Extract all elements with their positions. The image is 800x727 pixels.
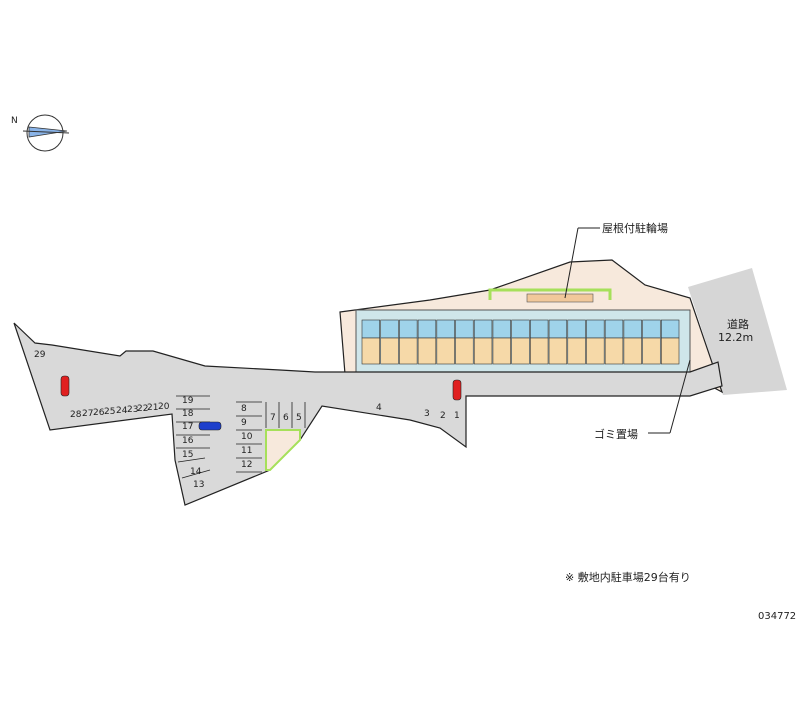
- parking-space-20: 20: [158, 402, 170, 412]
- road-name-label: 道路: [727, 318, 749, 331]
- parking-space-27: 27: [82, 409, 93, 419]
- parking-space-18: 18: [182, 409, 194, 419]
- parking-space-12: 12: [241, 460, 252, 470]
- parking-space-6: 6: [283, 413, 289, 423]
- road-width-label: 12.2m: [718, 331, 754, 344]
- apartment-unit: [642, 337, 661, 365]
- apartment-unit: [530, 337, 549, 365]
- leader-line: [669, 359, 691, 434]
- space-divider: [177, 457, 206, 463]
- parking-space-14: 14: [190, 467, 202, 477]
- apartment-unit: [436, 337, 455, 365]
- unit-balcony: [642, 319, 661, 339]
- apartment-unit: [660, 337, 680, 365]
- parking-note: ※ 敷地内駐車場29台有り: [565, 571, 691, 584]
- unit-balcony: [455, 319, 474, 339]
- bicycle-shelter: [526, 293, 594, 303]
- parking-lot: [13, 322, 723, 506]
- unit-balcony: [399, 319, 418, 339]
- car-icon: [198, 421, 222, 431]
- unit-balcony: [436, 319, 455, 339]
- unit-balcony: [511, 319, 530, 339]
- parking-space-26: 26: [93, 408, 105, 418]
- apartment-unit: [473, 337, 493, 365]
- parking-space-4: 4: [376, 403, 382, 413]
- cars: [60, 375, 462, 431]
- property-code: 034772: [758, 611, 797, 622]
- unit-balcony: [361, 319, 381, 339]
- unit-balcony: [623, 319, 642, 339]
- bicycle-parking-label: 屋根付駐輪場: [602, 222, 668, 235]
- parking-space-23: 23: [127, 405, 138, 415]
- parking-space-3: 3: [424, 409, 430, 419]
- svg-text:N: N: [11, 116, 18, 126]
- unit-balcony: [548, 319, 568, 339]
- unit-balcony: [586, 319, 605, 339]
- parking-space-9: 9: [241, 418, 247, 428]
- space-divider: [181, 469, 211, 479]
- car-icon: [452, 379, 462, 401]
- unit-balcony: [417, 319, 437, 339]
- unit-balcony: [604, 319, 624, 339]
- parking-spaces: 1234567891011121314151617181920212223242…: [34, 350, 460, 490]
- parking-space-29: 29: [34, 350, 46, 360]
- apartment-unit: [586, 337, 605, 365]
- hedge: [488, 288, 612, 300]
- parking-space-2: 2: [440, 411, 446, 421]
- apartment-unit: [417, 337, 437, 365]
- parking-space-22: 22: [137, 404, 148, 414]
- parking-space-21: 21: [147, 403, 158, 413]
- parking-space-25: 25: [104, 407, 115, 417]
- parking-space-7: 7: [270, 413, 276, 423]
- unit-balcony: [473, 319, 493, 339]
- apartment-unit: [361, 337, 381, 365]
- parking-space-10: 10: [241, 432, 253, 442]
- parking-space-17: 17: [182, 422, 193, 432]
- apartment-unit: [623, 337, 642, 365]
- garbage-label: ゴミ置場: [594, 428, 638, 441]
- apartment-unit: [399, 337, 418, 365]
- apartment-unit: [604, 337, 624, 365]
- unit-balcony: [660, 319, 680, 339]
- apartment-unit: [567, 337, 586, 365]
- parking-space-15: 15: [182, 450, 193, 460]
- leader-line: [564, 227, 579, 299]
- car-icon: [60, 375, 70, 397]
- parking-space-28: 28: [70, 410, 82, 420]
- apartment-unit: [548, 337, 568, 365]
- apartment-unit: [492, 337, 511, 365]
- parking-space-19: 19: [182, 396, 194, 406]
- unit-balcony: [567, 319, 586, 339]
- parking-space-8: 8: [241, 404, 247, 414]
- parking-space-1: 1: [454, 411, 460, 421]
- unit-balcony: [530, 319, 549, 339]
- parking-space-24: 24: [116, 406, 128, 416]
- unit-balcony: [492, 319, 511, 339]
- parking-space-5: 5: [296, 413, 302, 423]
- unit-balcony: [380, 319, 399, 339]
- apartment-unit: [455, 337, 474, 365]
- parking-space-11: 11: [241, 446, 252, 456]
- green-area: [265, 429, 301, 471]
- parking-space-16: 16: [182, 436, 194, 446]
- compass-icon: N: [11, 114, 70, 152]
- apartment-units: [361, 319, 680, 365]
- apartment-unit: [380, 337, 399, 365]
- parking-space-13: 13: [193, 480, 204, 490]
- apartment-unit: [511, 337, 530, 365]
